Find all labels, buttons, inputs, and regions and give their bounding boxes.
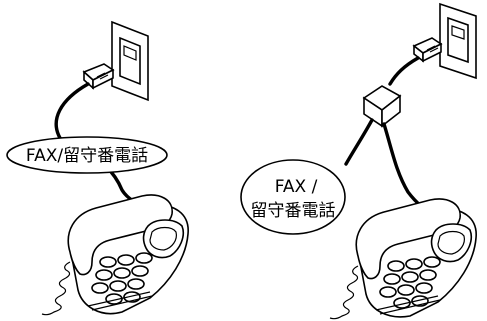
coiled-handset-cord xyxy=(329,265,359,320)
telephone-icon xyxy=(67,194,189,315)
device-label-line1: FAX / xyxy=(275,177,318,197)
device-label: FAX/留守番電話 xyxy=(26,146,148,166)
keypad xyxy=(91,252,153,305)
device-label-bubble: FAX / 留守番電話 xyxy=(240,159,346,235)
telephone-icon xyxy=(355,198,477,318)
phone-cord xyxy=(344,118,374,166)
keypad xyxy=(379,256,441,309)
splitter-icon xyxy=(362,85,402,128)
line-cord xyxy=(388,56,420,86)
coiled-handset-cord xyxy=(41,261,71,316)
wall-jack-icon xyxy=(439,2,477,80)
right-panel: FAX / 留守番電話 xyxy=(240,2,477,320)
modular-plug-icon xyxy=(412,37,443,63)
modular-plug-icon xyxy=(82,63,115,90)
wall-jack-icon xyxy=(111,20,149,102)
left-panel: FAX/留守番電話 xyxy=(6,20,189,316)
device-label-bubble: FAX/留守番電話 xyxy=(6,136,168,174)
device-label-line2: 留守番電話 xyxy=(251,201,336,221)
